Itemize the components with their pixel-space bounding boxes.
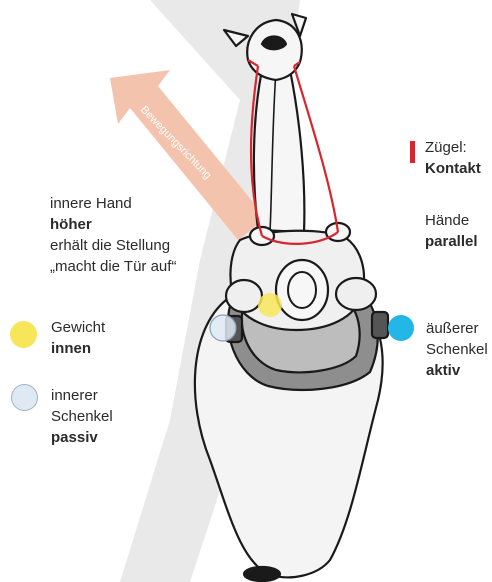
outer-leg-line3: aktiv [426,362,460,379]
weight-line1: Gewicht [51,317,105,338]
hands-line1: Hände [425,210,478,231]
reins-label: Zügel: Kontakt [425,137,481,179]
weight-label: Gewicht innen [51,317,105,359]
reins-line2: Kontakt [425,160,481,177]
hands-label: Hände parallel [425,210,478,252]
inner-hand-label: innere Hand höher erhält die Stellung „m… [50,193,176,277]
inner-leg-line1: innerer [51,385,113,406]
rein-legend-swatch [410,141,415,163]
weight-marker [258,293,282,317]
inner-hand-line4: „macht die Tür auf“ [50,256,176,277]
inner-hand-line3: erhält die Stellung [50,235,176,256]
outer-leg-line2: Schenkel [426,339,488,360]
outer-leg-marker [388,315,414,341]
weight-legend-dot [10,321,37,348]
outer-leg-line1: äußerer [426,318,488,339]
hands-line2: parallel [425,233,478,250]
inner-leg-label: innerer Schenkel passiv [51,385,113,448]
inner-leg-line3: passiv [51,429,98,446]
inner-leg-line2: Schenkel [51,406,113,427]
inner-leg-marker [210,315,236,341]
inner-hand-line2: höher [50,216,92,233]
inner-leg-legend-dot [11,384,38,411]
inner-hand-line1: innere Hand [50,193,176,214]
outer-leg-label: äußerer Schenkel aktiv [426,318,488,381]
weight-line2: innen [51,340,91,357]
reins-line1: Zügel: [425,137,481,158]
